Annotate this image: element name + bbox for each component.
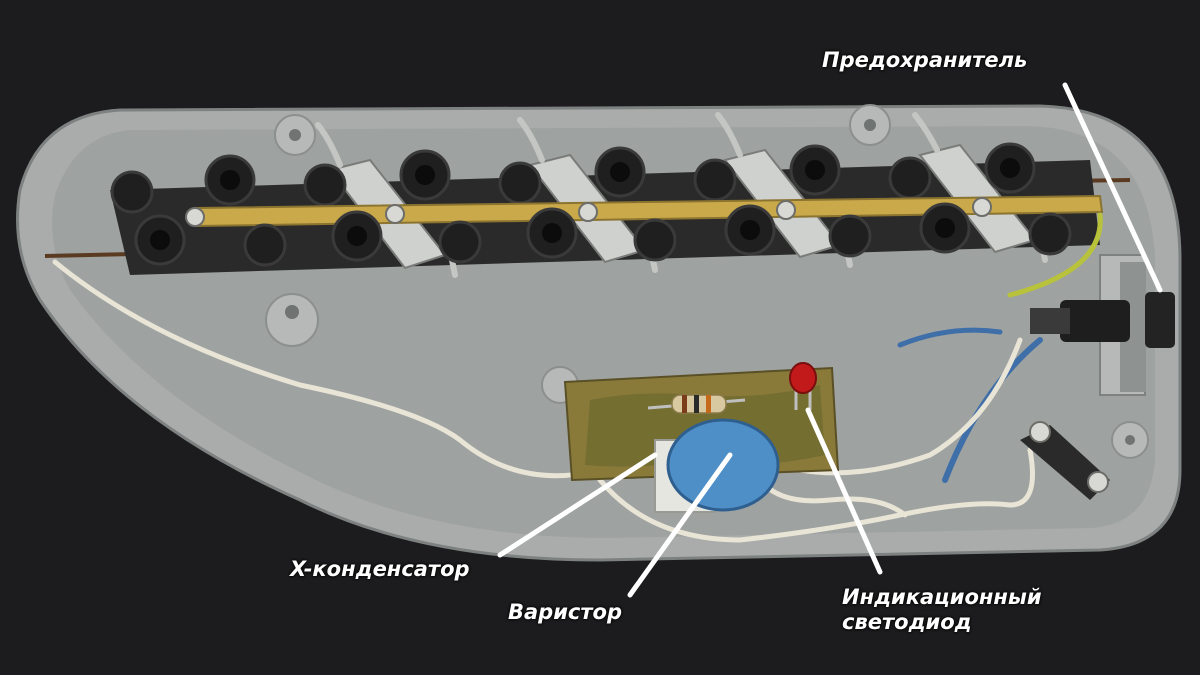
led-label: Индикационный светодиод <box>842 585 1042 635</box>
socket-contacts-top <box>110 142 1036 214</box>
led-pointer-line <box>805 407 883 575</box>
xcap-pointer-line <box>497 452 658 558</box>
led-component <box>789 362 817 410</box>
callout-lines <box>497 82 1163 598</box>
varistor-pointer-line <box>627 452 733 598</box>
terminal-clamp <box>1020 421 1110 500</box>
fuse-holder <box>1030 254 1175 396</box>
x-capacitor-label: X-конденсатор <box>290 557 470 581</box>
resistor-component <box>647 394 746 414</box>
fuse-pointer-line <box>1062 82 1163 293</box>
fuse-label: Предохранитель <box>822 48 1028 72</box>
varistor-label: Варистор <box>508 600 623 624</box>
led-label-line1: Индикационный <box>842 585 1042 609</box>
bus-bar-screws <box>185 197 992 227</box>
socket-contacts-bottom <box>134 202 1072 267</box>
led-label-line2: светодиод <box>842 610 972 634</box>
